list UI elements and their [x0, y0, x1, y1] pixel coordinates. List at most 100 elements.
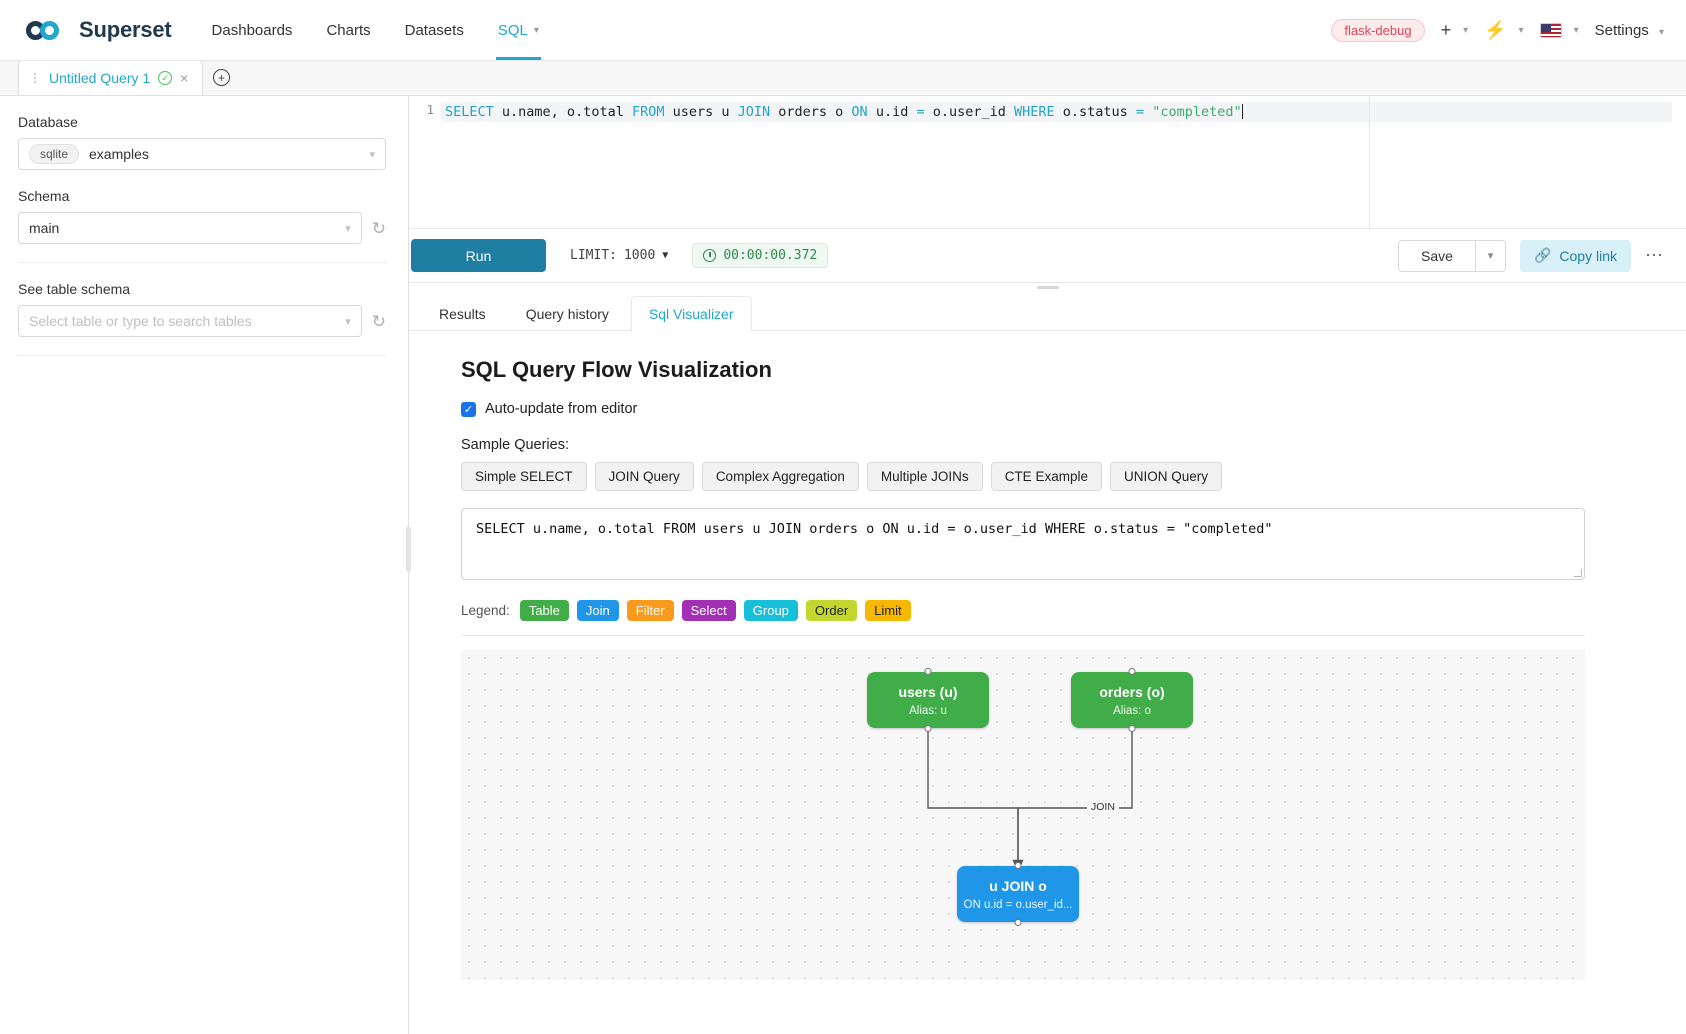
panel-resize-handle[interactable]	[406, 526, 411, 572]
nav-label: Dashboards	[211, 21, 293, 39]
add-new-button[interactable]: + ▾	[1441, 20, 1469, 41]
tab-results[interactable]: Results	[439, 306, 486, 322]
node-handle-top[interactable]	[1128, 668, 1136, 675]
nav-link-charts[interactable]: Charts	[324, 0, 372, 60]
nav-link-sql[interactable]: SQL ▾	[496, 0, 541, 60]
brand[interactable]: Superset	[26, 17, 172, 43]
save-button[interactable]: Save	[1398, 239, 1476, 272]
add-query-tab-button[interactable]: +	[203, 60, 239, 95]
code-token: orders o	[770, 104, 852, 120]
code-token: o.user_id	[924, 104, 1015, 120]
editor-code-area[interactable]: SELECT u.name, o.total FROM users u JOIN…	[441, 102, 1686, 228]
drag-handle-icon[interactable]: ⋮	[29, 71, 41, 85]
database-select[interactable]: sqlite examples ▾	[18, 138, 386, 170]
settings-menu[interactable]: Settings ▾	[1595, 22, 1664, 39]
flow-edge-orders-to-join	[1017, 728, 1133, 866]
run-button[interactable]: Run	[411, 239, 546, 272]
flow-node-orders[interactable]: orders (o)Alias: o	[1071, 668, 1193, 732]
query-tab-untitled-query-1[interactable]: ⋮ Untitled Query 1 ✓ ×	[18, 60, 204, 95]
sample-query-button-multiple-joins[interactable]: Multiple JOINs	[866, 462, 983, 491]
query-flow-canvas[interactable]: users (u)Alias: u orders (o)Alias: o u JOI…	[461, 650, 1585, 980]
panel-divider	[18, 262, 386, 263]
code-token: ON	[851, 104, 868, 120]
node-handle-top[interactable]	[924, 668, 932, 675]
sample-query-button-union-query[interactable]: UNION Query	[1109, 462, 1222, 491]
legend-chip-select: Select	[681, 600, 736, 621]
legend-chip-limit: Limit	[865, 600, 911, 621]
database-engine-pill: sqlite	[29, 144, 80, 164]
textarea-resize-grip[interactable]	[1574, 569, 1582, 577]
clock-icon	[703, 249, 717, 262]
code-token: o.status	[1054, 104, 1136, 120]
editor-toolbar: Run LIMIT: 1000 ▼ 00:00:00.372 Save ▾ 🔗 …	[409, 229, 1686, 289]
editor-resize-handle[interactable]	[1036, 286, 1059, 289]
chevron-down-icon: ▾	[345, 315, 351, 328]
node-handle-bottom[interactable]	[924, 725, 932, 732]
status-check-icon: ✓	[158, 71, 173, 85]
auto-update-row: ✓ Auto-update from editor	[461, 401, 1648, 417]
nav-label: Charts	[326, 21, 371, 39]
chevron-down-icon: ▾	[1518, 24, 1524, 36]
schema-value: main	[29, 220, 60, 236]
sample-query-button-cte-example[interactable]: CTE Example	[990, 462, 1102, 491]
result-tabs: Results Query history Sql Visualizer	[409, 283, 1686, 331]
code-token: FROM	[631, 104, 665, 120]
legend-chip-group: Group	[743, 600, 798, 621]
node-handle-top[interactable]	[1014, 862, 1022, 869]
sql-input-value: SELECT u.name, o.total FROM users u JOIN…	[476, 521, 1273, 537]
legend-chip-join: Join	[576, 600, 619, 621]
flow-edges	[927, 728, 1133, 873]
link-icon: 🔗	[1533, 247, 1552, 263]
bolt-menu-button[interactable]: ⚡ ▾	[1484, 20, 1523, 41]
refresh-tables-icon[interactable]: ↻	[371, 311, 386, 331]
nav-link-dashboards[interactable]: Dashboards	[210, 0, 295, 60]
legend-chip-order: Order	[805, 600, 858, 621]
close-icon[interactable]: ×	[180, 70, 189, 86]
chevron-down-icon: ▾	[345, 222, 351, 235]
sql-editor[interactable]: 1 SELECT u.name, o.total FROM users u JO…	[409, 96, 1686, 229]
flow-node-subtitle: ON u.id = o.user_id...	[963, 898, 1073, 911]
code-token: JOIN	[737, 104, 771, 120]
sql-input[interactable]: SELECT u.name, o.total FROM users u JOIN…	[461, 508, 1585, 580]
schema-field: Schema main ▾ ↻	[18, 188, 386, 244]
code-token: =	[916, 104, 925, 120]
schema-select[interactable]: main ▾	[18, 212, 362, 244]
code-token: u.id	[867, 104, 917, 120]
schema-label: Schema	[18, 188, 70, 204]
sample-queries-label: Sample Queries:	[461, 437, 569, 453]
chevron-down-icon: ▼	[662, 250, 669, 261]
sample-query-button-complex-aggregation[interactable]: Complex Aggregation	[701, 462, 859, 491]
nav-link-datasets[interactable]: Datasets	[403, 0, 466, 60]
query-tab-label: Untitled Query 1	[49, 70, 151, 86]
node-handle-bottom[interactable]	[1128, 725, 1136, 732]
flow-node-subtitle: Alias: u	[909, 704, 947, 717]
flow-node-users[interactable]: users (u)Alias: u	[867, 668, 989, 732]
code-token: SELECT	[445, 104, 494, 120]
save-dropdown-button[interactable]: ▾	[1475, 239, 1506, 272]
more-options-icon[interactable]: ⋯	[1645, 245, 1664, 265]
tab-sql-visualizer[interactable]: Sql Visualizer	[630, 296, 752, 331]
copy-link-button[interactable]: 🔗 Copy link	[1519, 239, 1631, 272]
refresh-schema-icon[interactable]: ↻	[371, 218, 386, 238]
database-field: Database sqlite examples ▾	[18, 114, 386, 170]
right-panel: 1 SELECT u.name, o.total FROM users u JO…	[409, 96, 1686, 1034]
database-label: Database	[18, 114, 78, 130]
copy-link-label: Copy link	[1559, 247, 1617, 264]
nav-label: SQL	[497, 21, 528, 39]
code-token: WHERE	[1014, 104, 1055, 120]
limit-dropdown[interactable]: LIMIT: 1000 ▼	[570, 248, 668, 263]
us-flag-icon	[1539, 22, 1562, 38]
tab-query-history[interactable]: Query history	[525, 306, 609, 322]
flow-edge-users-to-join	[927, 728, 1024, 873]
editor-code-line: SELECT u.name, o.total FROM users u JOIN…	[441, 102, 1672, 122]
settings-label: Settings	[1594, 21, 1649, 39]
bolt-icon: ⚡	[1484, 19, 1507, 40]
sample-query-button-simple-select[interactable]: Simple SELECT	[461, 462, 587, 491]
sample-query-button-join-query[interactable]: JOIN Query	[594, 462, 694, 491]
language-selector[interactable]: ▾	[1539, 22, 1579, 38]
table-select[interactable]: Select table or type to search tables ▾	[18, 305, 362, 337]
auto-update-checkbox[interactable]: ✓	[461, 401, 476, 417]
node-handle-bottom[interactable]	[1014, 919, 1022, 926]
